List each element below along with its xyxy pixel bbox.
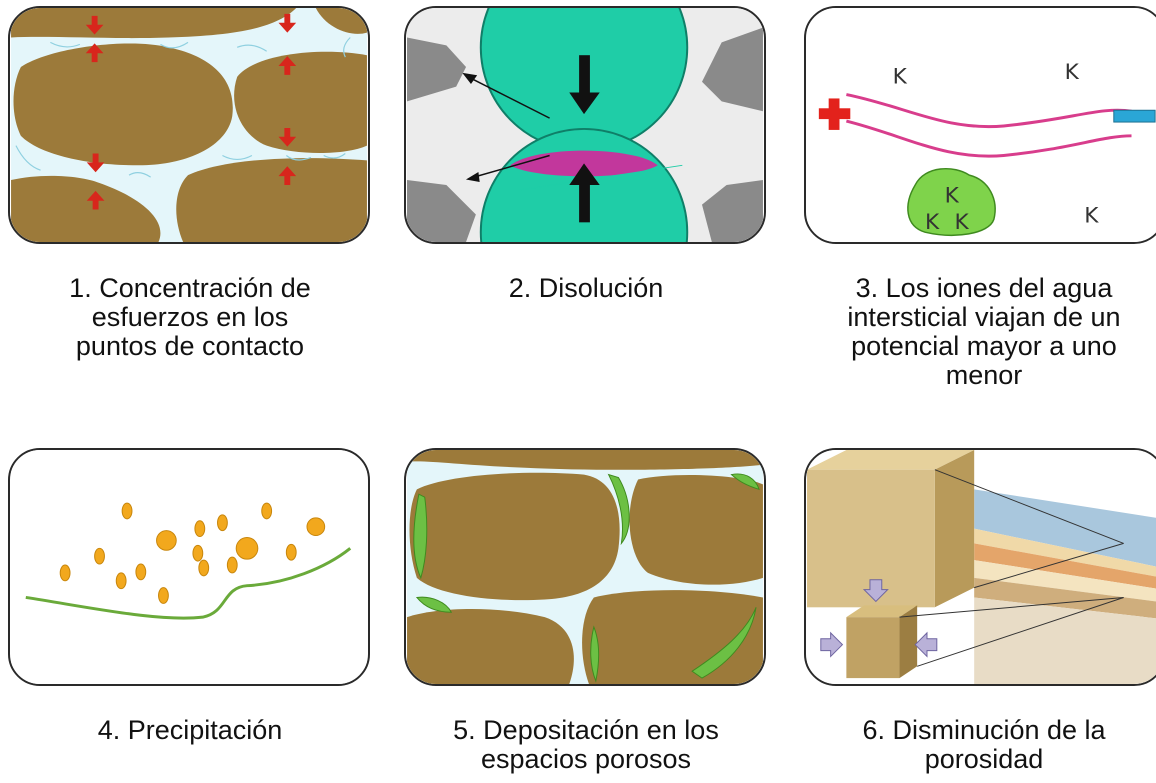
ion-label: K	[893, 65, 908, 90]
water-flow-lines	[15, 37, 351, 178]
pore-deposition-panel	[404, 448, 766, 686]
stress-arrows	[85, 13, 297, 210]
sediment-grains	[11, 8, 367, 242]
caption-ion-migration: 3. Los iones del agua intersticial viaja…	[847, 273, 1121, 390]
pore-channel	[846, 93, 1132, 158]
precipitation-illustration	[11, 450, 367, 684]
porosity-reduction-illustration	[807, 450, 1156, 684]
caption-porosity-reduction: 6. Disminución de la porosidad	[862, 715, 1106, 774]
compaction-arrows	[820, 579, 938, 658]
cement-deposits	[413, 473, 760, 683]
caption-pore-deposition: 5. Depositación en los espacios porosos	[453, 715, 719, 774]
compacted-sandstone-cube	[846, 605, 918, 679]
pore-deposition-illustration	[407, 450, 763, 684]
dissolved-flow-arrows	[462, 72, 550, 182]
precipitation-panel	[8, 448, 370, 686]
ion-label: K	[955, 210, 970, 235]
dissolution-panel	[404, 6, 766, 244]
large-sandstone-cube	[807, 450, 975, 608]
ion-migration-panel: K K K K K K	[804, 6, 1156, 244]
ion-migration-illustration: K K K K K K	[807, 8, 1156, 242]
compression-arrows	[569, 55, 600, 223]
stress-concentration-illustration	[11, 8, 367, 242]
caption-stress-concentration: 1. Concentración de esfuerzos en los pun…	[69, 273, 311, 361]
callout-lines	[899, 469, 1124, 667]
rock-layers	[974, 489, 1156, 684]
plus-icon	[818, 98, 851, 130]
neighbor-grains	[407, 27, 763, 242]
precipitate-particles	[59, 502, 326, 604]
cemented-grains	[407, 450, 763, 684]
porosity-reduction-panel	[804, 448, 1156, 686]
grain-surface-line	[25, 547, 352, 620]
ion-label: K	[1065, 60, 1080, 85]
ion-label: K	[945, 184, 960, 209]
caption-precipitation: 4. Precipitación	[97, 715, 283, 745]
caption-dissolution: 2. Disolución	[508, 273, 664, 303]
dissolution-illustration	[407, 8, 763, 242]
stress-concentration-panel	[8, 6, 370, 244]
ion-label: K	[925, 210, 940, 235]
ion-cluster	[907, 167, 996, 236]
ion-label: K	[1084, 203, 1099, 228]
minus-icon	[1113, 109, 1156, 123]
